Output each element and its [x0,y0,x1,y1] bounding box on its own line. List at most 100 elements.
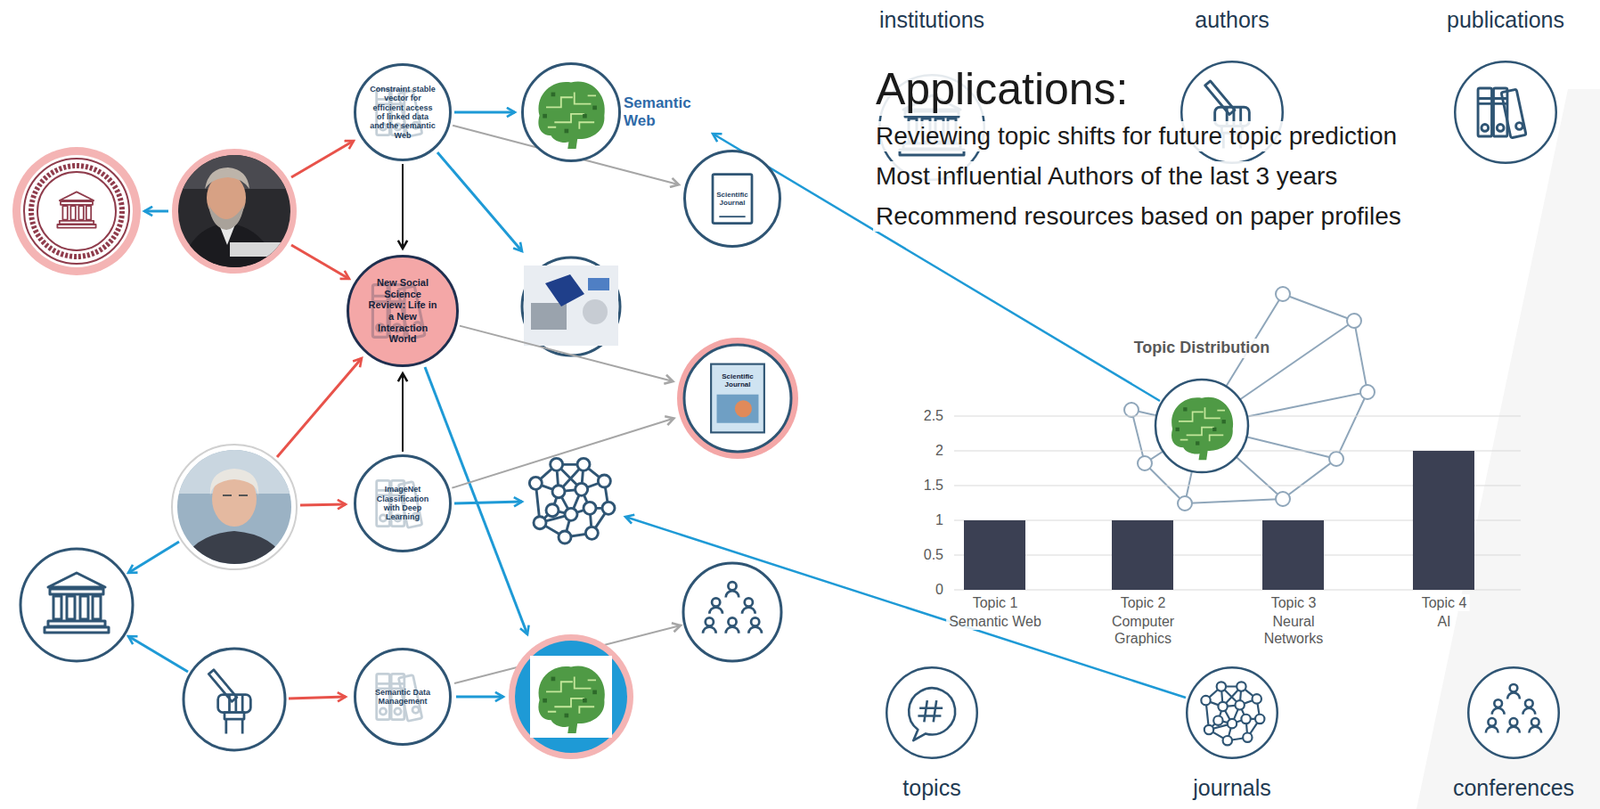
category-label: Topic 1 [970,594,1021,612]
node-circle [886,667,978,759]
institution-seal [12,146,141,276]
node-outline [1453,60,1558,164]
node-outline [677,337,799,459]
application-item: Most influential Authors of the last 3 y… [873,161,1340,192]
node-text-group: New Social Science Review: Life in a New… [365,277,441,345]
node-label: Semantic Data Management [369,687,436,707]
node-icon [1200,681,1265,745]
axis-tick: 0 [932,580,947,598]
paper-node: Semantic Data Management [353,647,452,746]
node-outline [521,62,621,163]
node-outline [885,666,979,760]
node-label: New Social Science Review: Life in a New… [365,277,441,345]
node-circle [348,256,458,367]
paper-node: ImageNet Classification with Deep Learni… [353,454,452,553]
entity-icon: topics [885,666,979,760]
connector [401,163,404,249]
category-name: Neural Networks [1238,612,1349,647]
author-photo [171,444,297,570]
category-name: AI [1434,612,1454,630]
node-label: ImageNet Classification with Deep Learni… [369,484,436,522]
node-text-group: Scientific Journal [717,372,759,389]
node-label: Constraint stable vector for efficient a… [369,84,436,140]
network-graphic [1124,286,1375,511]
node-icon [908,687,956,741]
entity-icon: conferences [1467,666,1560,760]
entity-icon: journals [1185,666,1279,760]
axis-tick: 2 [932,441,947,459]
connector [454,111,515,115]
node-text-group: publications [1446,7,1565,33]
entity-icon [20,548,286,751]
node-label: topics [902,775,961,801]
topic-picture [522,257,621,356]
axis-tick: 1.5 [921,476,947,494]
topic-node: Semantic Web [521,62,621,163]
application-item: Recommend resources based on paper profi… [873,201,1405,232]
node-text-group: Semantic Data Management [369,687,436,707]
node-text-group: topics [902,775,961,801]
node-circle [355,456,451,552]
category-label: Topic 2 [1118,594,1169,612]
axis-tick: 0.5 [921,546,947,564]
node-icon [712,174,752,224]
entity-icon [683,563,782,662]
chart-bar [963,450,1475,590]
node-circle [355,65,451,161]
axis-tick: 1 [932,511,947,529]
node-label: journals [1192,775,1272,801]
application-item: Reviewing topic shifts for future topic … [873,121,1400,152]
node-outline [1467,666,1560,760]
node-icon [538,81,605,149]
connector [459,326,674,382]
axis-tick: 2.5 [921,407,947,425]
node-text-group: journals [1192,775,1272,801]
node-label: authors [1194,7,1269,33]
node-ring [677,337,799,459]
watermark [1416,89,1600,809]
node-label: conferences [1453,775,1575,801]
node-icon [1477,88,1527,139]
node-circle [684,344,792,452]
node-icon [710,364,765,433]
node-label: Scientific Journal [714,190,751,207]
connector [401,373,404,452]
category-label: Topic 4 [1419,594,1470,612]
node-circle [1186,667,1278,759]
node-text-group: ImageNet Classification with Deep Learni… [369,484,436,522]
node-icon [1485,684,1542,734]
journal-node: Scientific Journal [677,337,799,459]
chart-title: Topic Distribution [1131,338,1274,359]
node-circle [522,64,621,162]
node-label: publications [1446,7,1565,33]
entity-icon: publications [1453,60,1558,164]
node-circle [1468,667,1560,759]
node-text-group: institutions [879,7,985,33]
node-circle [685,151,781,247]
node-label: Semantic Web [623,94,706,130]
node-text-group: conferences [1453,775,1575,801]
chart-brain [1155,379,1249,473]
node-text-group: Scientific Journal [714,190,751,207]
node-circle [1454,61,1557,164]
author-photo [171,148,297,274]
journal-node: Scientific Journal [683,149,782,248]
node-text-group: authors [1194,7,1269,33]
slide-title: Applications: [873,62,1132,116]
network-graphic [1131,293,1368,504]
category-label: Topic 3 [1268,594,1320,612]
category-name: Computer Graphics [1087,612,1199,647]
topic-picture [508,634,634,760]
node-label: institutions [879,7,985,33]
paper-node: New Social Science Review: Life in a New… [346,254,459,368]
node-text-group: Semantic Web [623,94,706,130]
connector [451,417,674,488]
paper-node: Constraint stable vector for efficient a… [353,63,452,162]
topic-picture [529,457,615,544]
node-label: Scientific Journal [717,372,759,389]
category-name: Semantic Web [946,612,1045,630]
node-outline [1185,666,1279,760]
node-circle [355,649,451,745]
node-text-group: Constraint stable vector for efficient a… [369,84,436,140]
